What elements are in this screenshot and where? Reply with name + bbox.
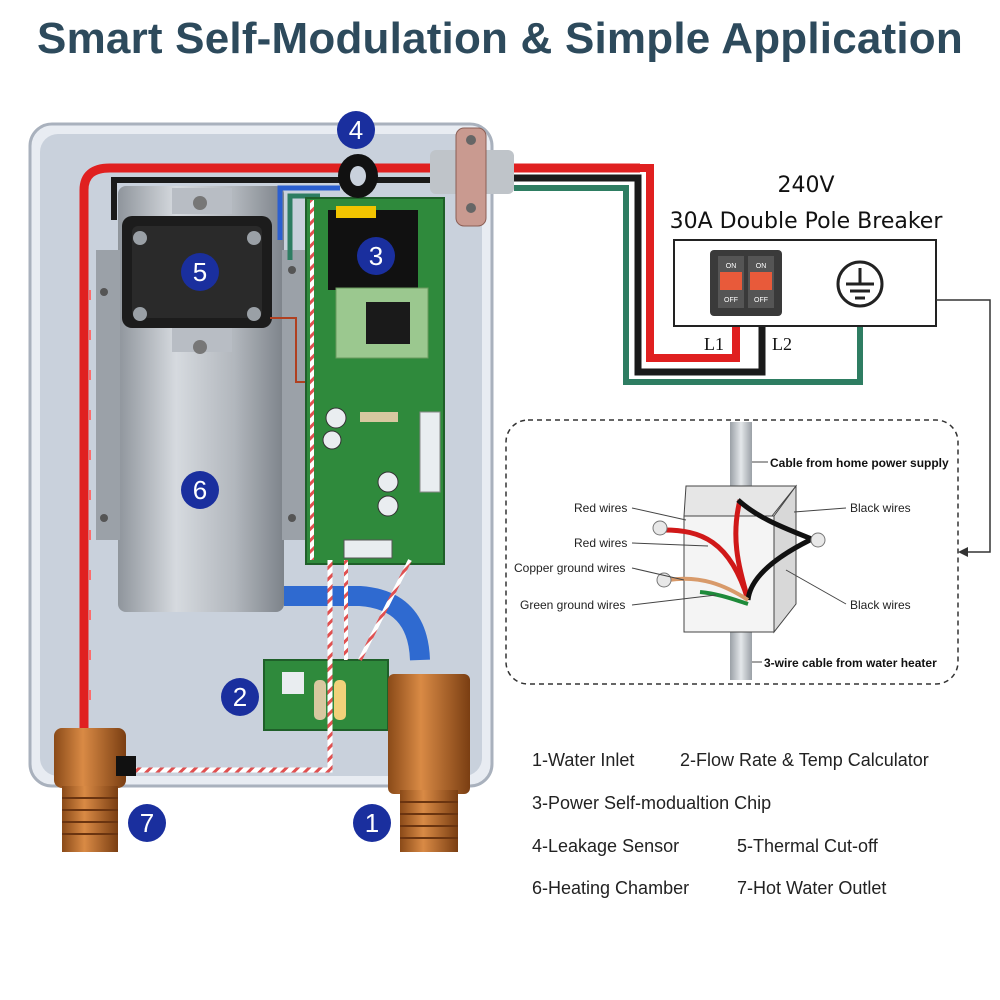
badge-7: 7 [128,804,166,842]
badge-2: 2 [221,678,259,716]
label-cable-out: 3-wire cable from water heater [764,656,937,670]
label-black-wires-2: Black wires [850,598,911,612]
label-green-ground: Green ground wires [520,598,625,612]
breaker-l2: L2 [772,334,792,354]
breaker-box: 240V 30A Double Pole Breaker ON ON OFF O… [670,173,944,354]
breaker-name: 30A Double Pole Breaker [670,209,944,234]
badge-4: 4 [337,111,375,149]
legend-item-2: 2-Flow Rate & Temp Calculator [680,750,929,770]
svg-text:2: 2 [233,682,247,712]
switch-on-1: ON [726,263,737,270]
label-black-wires-1: Black wires [850,501,911,515]
legend-item-5: 5-Thermal Cut-off [737,836,878,856]
legend-item-1: 1-Water Inlet [532,750,635,770]
svg-text:3: 3 [369,241,383,271]
switch-off-1: OFF [724,297,738,304]
page-title: Smart Self-Modulation & Simple Applicati… [37,14,963,63]
label-copper-ground: Copper ground wires [514,561,625,575]
label-red-wires-2: Red wires [574,536,627,550]
ground-icon [836,260,884,308]
label-cable-in: Cable from home power supply [770,456,949,470]
badge-6: 6 [181,471,219,509]
external-wiring [514,164,863,385]
junction-labels: Cable from home power supply Red wires R… [514,456,949,670]
legend-item-4: 4-Leakage Sensor [532,836,680,856]
badge-5: 5 [181,253,219,291]
switch-off-2: OFF [754,297,768,304]
badge-3: 3 [357,237,395,275]
label-red-wires-1: Red wires [574,501,627,515]
badge-1: 1 [353,804,391,842]
flow-sensor-board [263,659,389,731]
connector-arrow [936,299,991,557]
svg-text:5: 5 [193,257,207,287]
svg-text:1: 1 [365,808,379,838]
junction-box-detail [505,419,959,685]
leakage-sensor [338,154,378,198]
legend-item-7: 7-Hot Water Outlet [737,878,887,898]
breaker-l1: L1 [704,334,724,354]
svg-text:7: 7 [140,808,154,838]
hot-water-outlet-fitting [54,728,136,852]
internal-wiring [79,163,640,740]
svg-text:4: 4 [349,115,363,145]
water-inlet-fitting [388,674,470,852]
svg-text:6: 6 [193,475,207,505]
breaker-voltage: 240V [777,173,834,198]
legend-item-6: 6-Heating Chamber [532,878,690,898]
cable-clamp [430,127,514,227]
legend-item-3: 3-Power Self-modualtion Chip [532,793,772,813]
water-pipe [284,586,430,661]
sensor-cables [128,200,412,773]
switch-on-2: ON [756,263,767,270]
